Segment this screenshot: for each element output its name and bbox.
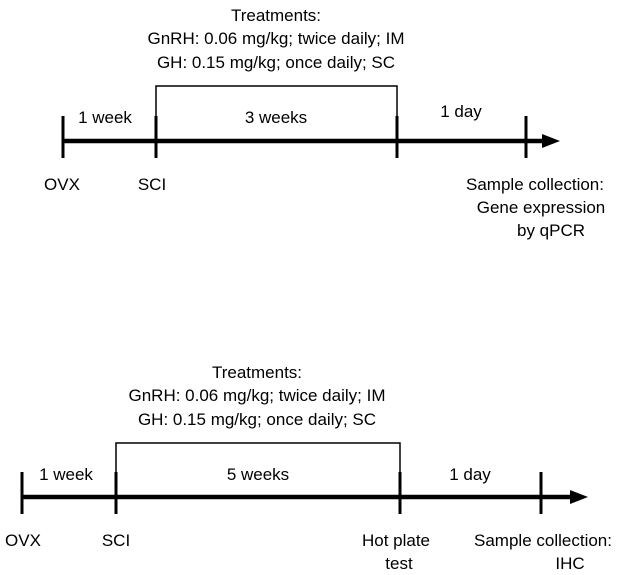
duration-label: 5 weeks — [227, 465, 289, 484]
timeline-1: Treatments: GnRH: 0.06 mg/kg; twice dail… — [44, 6, 605, 240]
event-label-sci: SCI — [138, 175, 166, 194]
treatment-gnrh: GnRH: 0.06 mg/kg; twice daily; IM — [129, 386, 386, 405]
event-label-sample: Gene expression — [477, 198, 606, 217]
treatment-gh: GH: 0.15 mg/kg; once daily; SC — [138, 410, 376, 429]
timeline-arrowhead — [570, 490, 588, 504]
event-label-sample: IHC — [555, 554, 584, 573]
event-label-ovx: OVX — [5, 531, 41, 550]
treatments-heading: Treatments: — [231, 6, 321, 25]
timeline-arrowhead — [542, 134, 560, 148]
duration-label: 3 weeks — [245, 108, 307, 127]
duration-label: 1 week — [39, 465, 93, 484]
duration-label: 1 day — [449, 465, 491, 484]
treatment-gnrh: GnRH: 0.06 mg/kg; twice daily; IM — [148, 29, 405, 48]
treatment-bracket — [155, 85, 398, 116]
event-label-hot-plate: Hot plate — [362, 531, 430, 550]
event-label-sci: SCI — [102, 531, 130, 550]
treatment-bracket — [115, 442, 401, 472]
treatments-heading: Treatments: — [212, 363, 302, 382]
event-label-sample: by qPCR — [517, 221, 585, 240]
event-label-hot-plate: test — [385, 554, 413, 573]
duration-label: 1 week — [78, 108, 132, 127]
duration-label: 1 day — [440, 102, 482, 121]
event-label-sample: Sample collection: — [466, 175, 604, 194]
event-label-ovx: OVX — [44, 175, 80, 194]
event-label-sample: Sample collection: — [474, 531, 612, 550]
timeline-2: Treatments: GnRH: 0.06 mg/kg; twice dail… — [5, 363, 612, 573]
treatment-gh: GH: 0.15 mg/kg; once daily; SC — [157, 53, 395, 72]
